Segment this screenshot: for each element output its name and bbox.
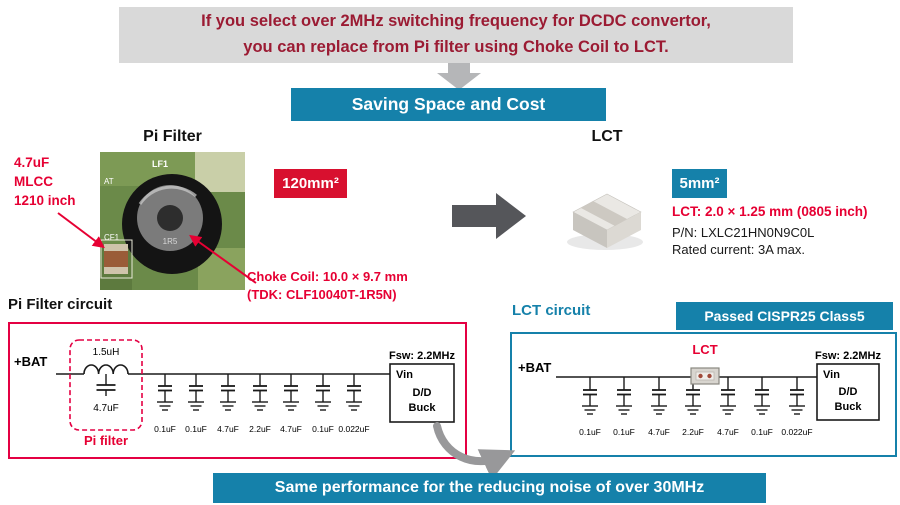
choke-coil-image: 1R5	[122, 174, 222, 274]
silkscreen-cf1: CF1	[104, 233, 120, 242]
lct-title: LCT	[591, 128, 623, 145]
saving-banner: Saving Space and Cost	[291, 88, 606, 121]
cap-label: 0.1uF	[154, 424, 176, 434]
lct-notes: LCT: 2.0 × 1.25 mm (0805 inch) P/N: LXLC…	[672, 203, 867, 258]
cap-label: 4.7uF	[648, 427, 670, 437]
silkscreen-at: AT	[104, 177, 114, 186]
mlcc-pointer-arrow	[57, 212, 105, 249]
fsw-label: Fsw: 2.2MHz	[389, 350, 456, 362]
pi-filter-area-badge: 120mm²	[274, 169, 347, 198]
inductor-value: 1.5uH	[93, 347, 120, 358]
load-vin: Vin	[823, 369, 840, 381]
lct-circuit-capacitors	[582, 377, 805, 415]
fsw-label: Fsw: 2.2MHz	[815, 350, 882, 362]
load-buck: Buck	[409, 402, 437, 414]
mlcc-annotation: 4.7uF MLCC 1210 inch	[14, 153, 76, 210]
lct-circuit-title: LCT circuit	[512, 302, 591, 319]
lct-dimensions: LCT: 2.0 × 1.25 mm (0805 inch)	[672, 204, 868, 219]
mlcc-note-line2: MLCC	[14, 174, 53, 189]
passed-cispr-badge: Passed CISPR25 Class5	[676, 302, 893, 330]
pi-filter-title: Pi Filter	[143, 128, 202, 145]
down-arrow-icon	[437, 63, 481, 90]
cap-label: 0.1uF	[185, 424, 207, 434]
pi-circuit-title: Pi Filter circuit	[8, 296, 113, 313]
swap-arrow-icon	[433, 422, 516, 478]
load-dd: D/D	[413, 387, 432, 399]
cap-label: 4.7uF	[717, 427, 739, 437]
lct-part-number: P/N: LXLC21HN0N9C0L	[672, 225, 815, 240]
pi-circuit-diagram: +BAT 1.5uH 4.7uF Pi filter 0.1uF 0.1uF 4…	[14, 339, 456, 448]
buck-box	[389, 363, 455, 423]
lct-rated-current: Rated current: 3A max.	[672, 242, 805, 257]
pi-circuit-capacitors	[157, 374, 362, 411]
cap-label: 2.2uF	[682, 427, 704, 437]
footer-banner: Same performance for the reducing noise …	[213, 473, 766, 503]
lct-photo	[555, 178, 655, 258]
header-line-2: you can replace from Pi filter using Cho…	[243, 38, 669, 56]
coil-marking: 1R5	[163, 237, 178, 246]
mlcc-note-line3: 1210 inch	[14, 193, 76, 208]
pi-filter-label: Pi filter	[84, 433, 128, 448]
pi-filter-dashed-box	[69, 339, 143, 431]
load-vin: Vin	[396, 369, 413, 381]
right-arrow-icon	[452, 193, 528, 239]
lct-circuit-box: LCT +BAT 0.1uF 0.1uF 4.7uF 2.2uF 4.7uF 0…	[510, 332, 897, 457]
cap-label: 4.7uF	[280, 424, 302, 434]
pi-cap-value: 4.7uF	[93, 403, 119, 414]
lct-circuit-diagram: LCT +BAT 0.1uF 0.1uF 4.7uF 2.2uF 4.7uF 0…	[518, 342, 882, 437]
silkscreen-lf1: LF1	[152, 159, 168, 169]
lct-circuit-bat-label: +BAT	[518, 360, 551, 375]
choke-note-line1: Choke Coil: 10.0 × 9.7 mm	[247, 269, 408, 284]
pi-circuit-bat-label: +BAT	[14, 354, 47, 369]
cap-label: 0.022uF	[338, 424, 369, 434]
choke-note-line2: (TDK: CLF10040T-1R5N)	[247, 287, 397, 302]
cap-label: 2.2uF	[249, 424, 271, 434]
cap-label: 0.1uF	[751, 427, 773, 437]
load-buck: Buck	[835, 401, 863, 413]
choke-coil-annotation: Choke Coil: 10.0 × 9.7 mm (TDK: CLF10040…	[247, 268, 408, 304]
cap-label: 4.7uF	[217, 424, 239, 434]
buck-box	[816, 363, 880, 421]
pi-filter-photo: LF1 AT CF1 1R5	[100, 152, 245, 290]
cap-label: 0.1uF	[579, 427, 601, 437]
load-dd: D/D	[839, 386, 858, 398]
header-line-1: If you select over 2MHz switching freque…	[201, 12, 711, 31]
lct-area-badge: 5mm²	[672, 169, 727, 198]
mlcc-image	[100, 239, 133, 279]
cap-label: 0.022uF	[781, 427, 812, 437]
header-banner: If you select over 2MHz switching freque…	[119, 7, 793, 63]
cap-label: 0.1uF	[613, 427, 635, 437]
mlcc-note-line1: 4.7uF	[14, 155, 50, 170]
pcb-image: LF1 AT CF1 1R5	[100, 152, 245, 290]
cap-label: 0.1uF	[312, 424, 334, 434]
lct-circuit-lct-label: LCT	[692, 342, 717, 357]
pi-circuit-box: +BAT 1.5uH 4.7uF Pi filter 0.1uF 0.1uF 4…	[8, 322, 467, 459]
lct-chip-image	[567, 193, 643, 250]
lct-component-icon	[690, 367, 720, 385]
